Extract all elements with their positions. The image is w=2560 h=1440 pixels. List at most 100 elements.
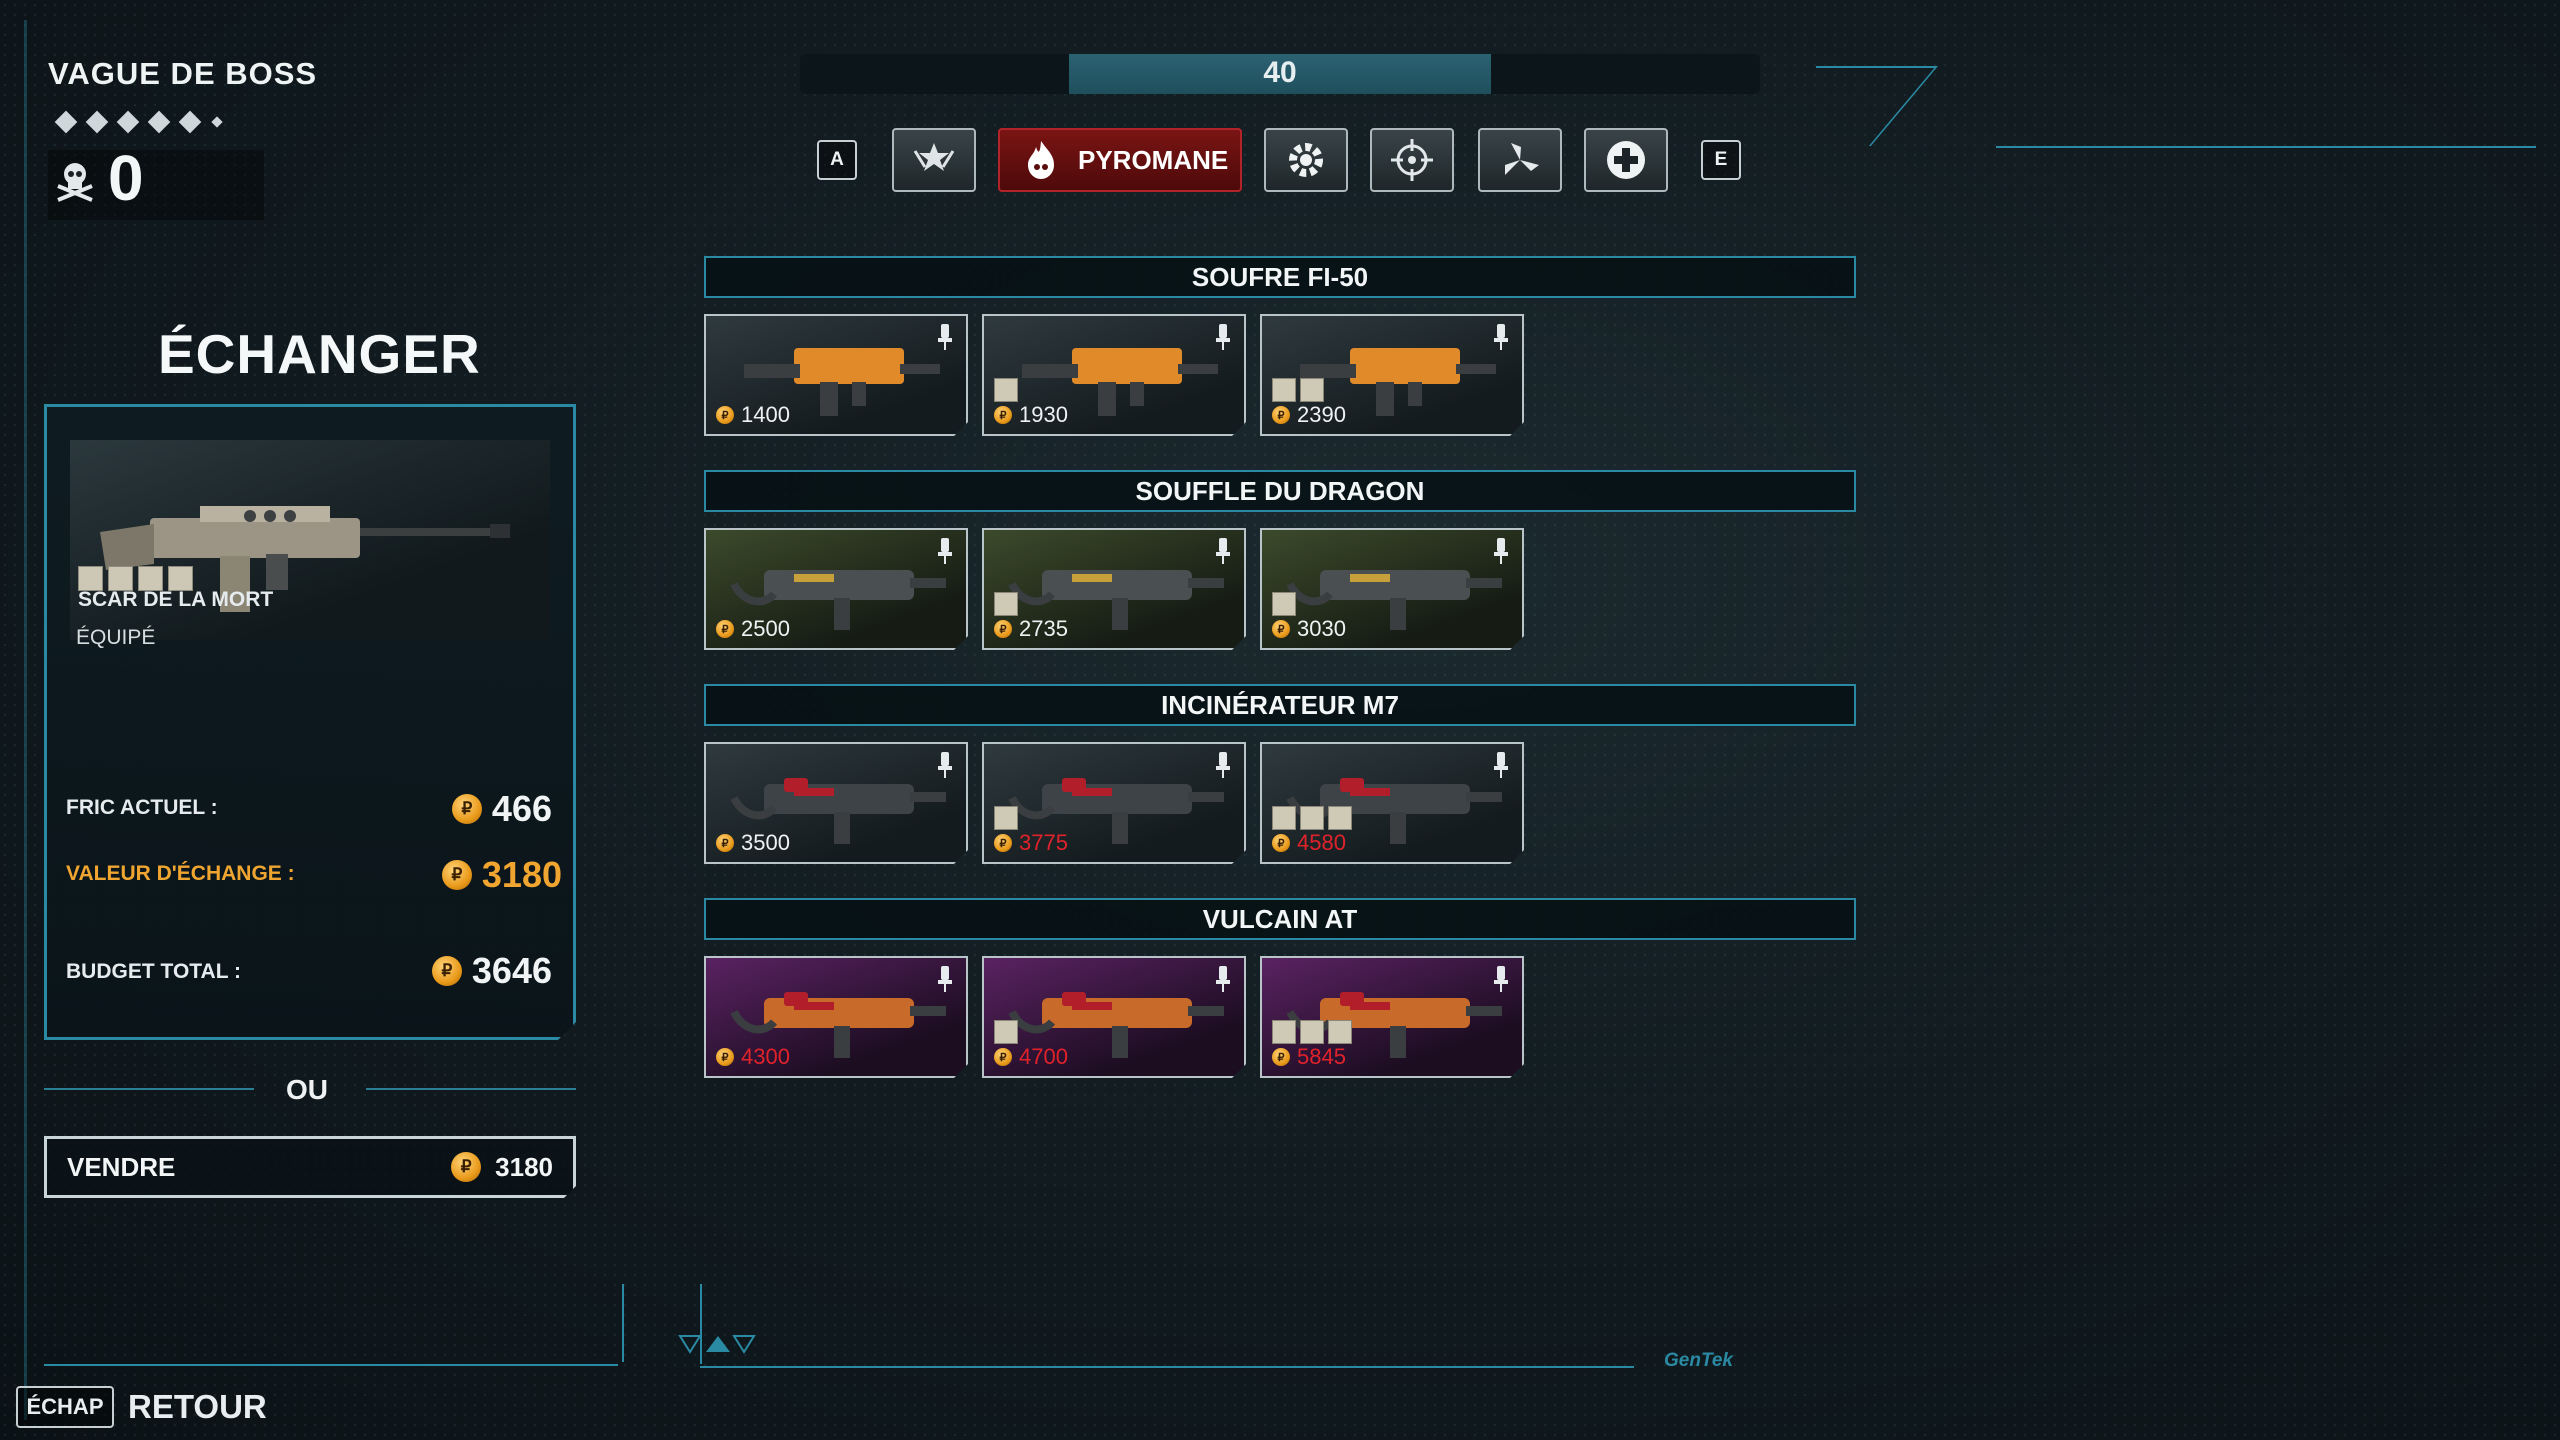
- weapon-card[interactable]: ₽1400: [704, 314, 968, 436]
- tab-triskelion[interactable]: [1478, 128, 1562, 192]
- weapon-card[interactable]: ₽2390: [1260, 314, 1524, 436]
- current-money-value: ₽ 466: [451, 788, 552, 830]
- coin-icon: ₽: [994, 406, 1012, 424]
- tab-technician[interactable]: [1264, 128, 1348, 192]
- pin-icon: [938, 324, 952, 350]
- coin-icon: ₽: [451, 1152, 481, 1182]
- weapon-price: ₽4700: [994, 1044, 1068, 1070]
- weapon-price-amount: 4580: [1297, 830, 1346, 855]
- coin-icon: ₽: [994, 834, 1012, 852]
- or-label: OU: [286, 1074, 328, 1105]
- tab-medic[interactable]: [1584, 128, 1668, 192]
- weapon-price-amount: 3775: [1019, 830, 1068, 855]
- weapon-card[interactable]: ₽2500: [704, 528, 968, 650]
- flamethrower-icon: [1280, 972, 1510, 1062]
- coin-icon: ₽: [994, 1048, 1012, 1066]
- weapon-price-amount: 4700: [1019, 1044, 1068, 1069]
- total-budget-label: BUDGET TOTAL :: [66, 960, 241, 983]
- wave-pip-filled: [147, 110, 171, 134]
- wave-pip-filled: [54, 110, 78, 134]
- equipped-weapon-name: SCAR DE LA MORT: [78, 588, 274, 611]
- weapon-price: ₽2735: [994, 616, 1068, 642]
- weapon-price-amount: 2500: [741, 616, 790, 641]
- sell-button[interactable]: VENDRE ₽ 3180: [44, 1136, 576, 1198]
- shotgun-icon: [1002, 544, 1232, 634]
- kill-counter-box: [48, 150, 264, 220]
- weapon-price-amount: 2735: [1019, 616, 1068, 641]
- crosshair-icon: [1391, 139, 1433, 181]
- bottom-frame-vertical: [700, 1284, 702, 1364]
- attachment-icon: [1328, 806, 1352, 830]
- tab-pyromane-label: PYROMANE: [1078, 144, 1229, 175]
- attachment-icon: [1272, 592, 1296, 616]
- weapon-price: ₽4300: [716, 1044, 790, 1070]
- attachment-icon: [1300, 1020, 1324, 1044]
- sell-price-amount: 3180: [495, 1151, 553, 1182]
- wave-pip-filled: [85, 110, 109, 134]
- attachment-barrel-icon: [108, 566, 133, 591]
- attachment-magazine-icon: [78, 566, 103, 591]
- pin-icon: [1216, 752, 1230, 778]
- pin-icon: [1494, 752, 1508, 778]
- weapon-price-amount: 3030: [1297, 616, 1346, 641]
- weapon-card[interactable]: ₽4580: [1260, 742, 1524, 864]
- coin-icon: ₽: [451, 794, 482, 824]
- weapon-card[interactable]: ₽1930: [982, 314, 1246, 436]
- weapon-price-amount: 4300: [741, 1044, 790, 1069]
- pin-icon: [1216, 966, 1230, 992]
- commando-icon: [913, 143, 955, 171]
- pin-icon: [938, 752, 952, 778]
- attachment-icon: [1272, 1020, 1296, 1044]
- pin-icon: [1494, 966, 1508, 992]
- weapon-price-amount: 2390: [1297, 402, 1346, 427]
- tab-sniper[interactable]: [1370, 128, 1454, 192]
- exchange-title: ÉCHANGER: [158, 323, 481, 385]
- pin-icon: [1494, 538, 1508, 564]
- prev-class-key[interactable]: A: [817, 140, 857, 180]
- equipped-weapon-image: [70, 440, 550, 640]
- weapon-price: ₽2390: [1272, 402, 1346, 428]
- coin-icon: ₽: [716, 620, 734, 638]
- trade-value-amount: 3180: [481, 854, 562, 895]
- smg-icon: [1002, 330, 1232, 420]
- attachment-icon: [994, 1020, 1018, 1044]
- pin-icon: [1216, 324, 1230, 350]
- flamethrower-icon: [1002, 972, 1232, 1062]
- back-label[interactable]: RETOUR: [128, 1388, 267, 1425]
- weapon-price-amount: 3500: [741, 830, 790, 855]
- level-progress-fill: [1069, 54, 1491, 94]
- weapon-card[interactable]: ₽3775: [982, 742, 1246, 864]
- weapon-card[interactable]: ₽4300: [704, 956, 968, 1078]
- weapon-price: ₽3030: [1272, 616, 1346, 642]
- total-budget-amount: 3646: [471, 950, 552, 991]
- sell-label: VENDRE: [67, 1151, 176, 1182]
- tab-pyromane[interactable]: PYROMANE: [998, 128, 1242, 192]
- scar-rifle-icon: [100, 506, 510, 612]
- weapon-price: ₽3500: [716, 830, 790, 856]
- tab-commando[interactable]: [892, 128, 976, 192]
- medic-cross-icon: [1607, 141, 1645, 179]
- weapon-card[interactable]: ₽3030: [1260, 528, 1524, 650]
- next-class-key[interactable]: E: [1701, 140, 1741, 180]
- escape-key[interactable]: ÉCHAP: [16, 1386, 114, 1428]
- weapon-card[interactable]: ₽5845: [1260, 956, 1524, 1078]
- weapon-price-amount: 1400: [741, 402, 790, 427]
- weapon-card[interactable]: ₽3500: [704, 742, 968, 864]
- attachment-icon: [994, 378, 1018, 402]
- attachment-icon: [1328, 1020, 1352, 1044]
- weapon-price: ₽1400: [716, 402, 790, 428]
- top-right-frame-line: [1816, 66, 1936, 68]
- divider-left: [44, 1088, 254, 1090]
- trade-value-label: VALEUR D'ÉCHANGE :: [66, 862, 295, 885]
- triskelion-icon: [1505, 143, 1539, 175]
- coin-icon: ₽: [1272, 406, 1290, 424]
- coin-icon: ₽: [1272, 1048, 1290, 1066]
- weapon-price-amount: 1930: [1019, 402, 1068, 427]
- bottom-left-frame-vertical: [622, 1284, 624, 1362]
- flamethrower-icon: [1002, 758, 1232, 848]
- pyromane-flame-icon: [1028, 141, 1054, 179]
- weapon-price: ₽5845: [1272, 1044, 1346, 1070]
- weapon-card[interactable]: ₽4700: [982, 956, 1246, 1078]
- weapon-group-header: VULCAIN AT: [704, 898, 1856, 940]
- weapon-card[interactable]: ₽2735: [982, 528, 1246, 650]
